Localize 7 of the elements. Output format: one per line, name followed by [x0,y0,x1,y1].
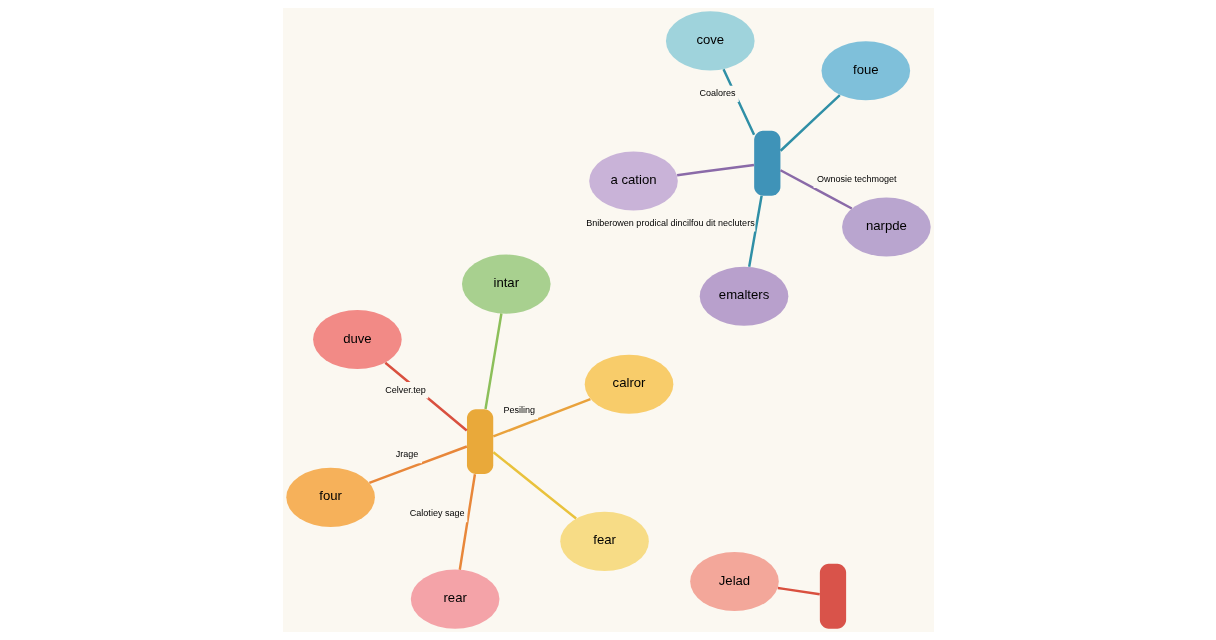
edge-label: Coalores [698,88,735,99]
edge-label: Jrage [395,449,418,460]
edge-label: Celver.tep [384,384,426,395]
edge-label: Calotiey sage [409,508,464,519]
edge-label: Pesiling [503,405,535,416]
edge-label: Bniberowen prodical dincilfou dit necluters [585,217,755,228]
edge-label: Ownosie techmoget [816,174,897,185]
